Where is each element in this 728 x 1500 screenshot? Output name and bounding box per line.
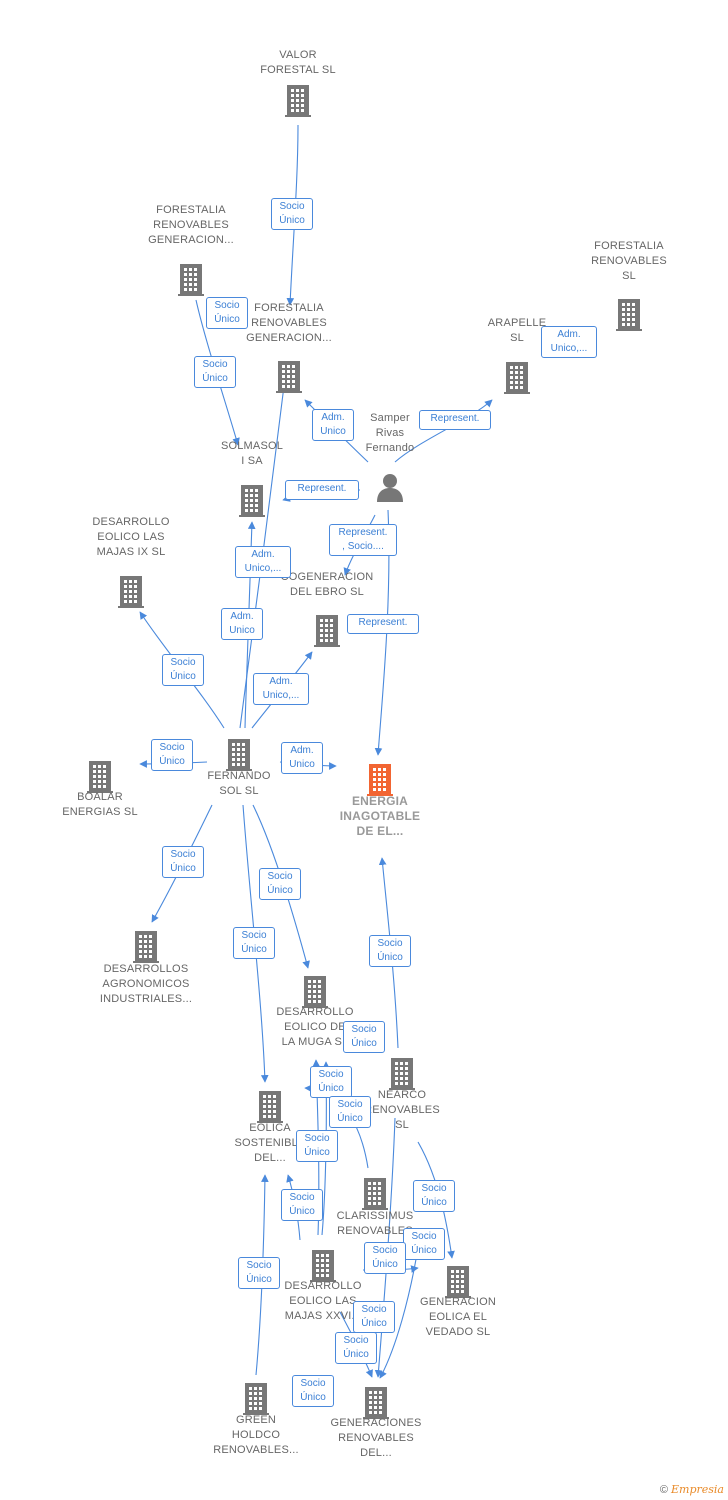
building-icon[interactable]: [242, 1381, 270, 1415]
edge-label[interactable]: Socio Único: [369, 935, 411, 967]
node-label-clarissimus[interactable]: CLARISSIMUS RENOVABLES: [336, 1210, 414, 1237]
node-label-forestalia2[interactable]: FORESTALIA RENOVABLES GENERACION...: [246, 302, 332, 344]
node-label-generaciones[interactable]: GENERACIONES RENOVABLES DEL...: [330, 1417, 422, 1459]
edge-label[interactable]: Represent.: [285, 480, 359, 500]
building-icon[interactable]: [362, 1385, 390, 1419]
building-icon[interactable]: [117, 574, 145, 608]
building-icon[interactable]: [177, 262, 205, 296]
node-label-solmasol[interactable]: SOLMASOL I SA: [220, 440, 284, 467]
building-icon[interactable]: [301, 974, 329, 1008]
building-icon[interactable]: [503, 360, 531, 394]
edge-label[interactable]: Socio Único: [292, 1375, 334, 1407]
copyright-symbol: ©: [659, 1484, 668, 1496]
node-label-green[interactable]: GREEN HOLDCO RENOVABLES...: [213, 1414, 299, 1456]
edge-label[interactable]: Socio Único: [271, 198, 313, 230]
building-icon[interactable]: [444, 1264, 472, 1298]
node-label-majas-xxv[interactable]: DESARROLLO EOLICO LAS MAJAS XXVI...: [284, 1280, 362, 1322]
node-label-forestalia3[interactable]: FORESTALIA RENOVABLES SL: [591, 240, 667, 282]
building-icon[interactable]: [361, 1176, 389, 1210]
building-icon[interactable]: [284, 83, 312, 117]
node-label-samper[interactable]: Samper Rivas Fernando: [365, 412, 415, 454]
edge-label[interactable]: Represent.: [419, 410, 491, 430]
edge-label[interactable]: Represent. , Socio....: [329, 524, 397, 556]
edge-label[interactable]: Socio Único: [162, 846, 204, 878]
building-icon[interactable]: [615, 297, 643, 331]
building-icon[interactable]: [256, 1089, 284, 1123]
edge-label[interactable]: Adm. Unico: [312, 409, 354, 441]
node-label-arapelle[interactable]: ARAPELLE SL: [487, 317, 547, 344]
edge-label[interactable]: Socio Único: [281, 1189, 323, 1221]
edge-label[interactable]: Socio Único: [151, 739, 193, 771]
edge-label[interactable]: Socio Único: [259, 868, 301, 900]
node-label-valor[interactable]: VALOR FORESTAL SL: [260, 49, 336, 76]
edge-label[interactable]: Socio Único: [162, 654, 204, 686]
brand-logo[interactable]: Empresia: [671, 1483, 724, 1496]
edge-label[interactable]: Represent.: [347, 614, 419, 634]
node-label-forestalia1[interactable]: FORESTALIA RENOVABLES GENERACION...: [148, 204, 234, 246]
edge-label[interactable]: Adm. Unico: [221, 608, 263, 640]
edge-label[interactable]: Socio Único: [413, 1180, 455, 1212]
edge-label[interactable]: Socio Único: [403, 1228, 445, 1260]
edge-label[interactable]: Adm. Unico,...: [235, 546, 291, 578]
node-label-cogeneracion[interactable]: COGENERACION DEL EBRO SL: [280, 571, 374, 598]
node-label-nearco[interactable]: NEARCO RENOVABLES SL: [364, 1089, 440, 1131]
building-icon[interactable]: [309, 1248, 337, 1282]
edge-label[interactable]: Socio Único: [343, 1021, 385, 1053]
node-label-fernando[interactable]: FERNANDO SOL SL: [207, 770, 271, 797]
edge-label[interactable]: Socio Único: [353, 1301, 395, 1333]
building-icon[interactable]: [132, 929, 160, 963]
node-label-desarrollo-ix[interactable]: DESARROLLO EOLICO LAS MAJAS IX SL: [92, 516, 170, 558]
edge-3: [394, 399, 493, 463]
building-icon[interactable]: [313, 613, 341, 647]
building-icon[interactable]: [275, 359, 303, 393]
node-label-agronomicos[interactable]: DESARROLLOS AGRONOMICOS INDUSTRIALES...: [99, 963, 193, 1005]
node-label-eolica[interactable]: EOLICA SOSTENIBLE DEL...: [234, 1122, 306, 1164]
building-icon[interactable]: [388, 1056, 416, 1090]
building-icon[interactable]: [238, 483, 266, 517]
node-label-energia[interactable]: ENERGIA INAGOTABLE DE EL...: [339, 794, 421, 838]
node-label-vedado[interactable]: GENERACION EOLICA EL VEDADO SL: [420, 1296, 496, 1338]
edge-label[interactable]: Adm. Unico,...: [541, 326, 597, 358]
building-icon[interactable]: [225, 737, 253, 771]
edge-label[interactable]: Socio Único: [194, 356, 236, 388]
footer: © Empresia: [660, 1483, 724, 1496]
edge-label[interactable]: Socio Único: [335, 1332, 377, 1364]
edge-label[interactable]: Socio Único: [310, 1066, 352, 1098]
edge-label[interactable]: Socio Único: [364, 1242, 406, 1274]
edge-label[interactable]: Socio Único: [233, 927, 275, 959]
edge-label[interactable]: Socio Único: [329, 1096, 371, 1128]
edge-label[interactable]: Adm. Unico,...: [253, 673, 309, 705]
edge-label[interactable]: Adm. Unico: [281, 742, 323, 774]
building-icon[interactable]: [86, 759, 114, 793]
building-icon[interactable]: [366, 762, 394, 796]
edge-label[interactable]: Socio Único: [296, 1130, 338, 1162]
node-label-boalar[interactable]: BOALAR ENERGIAS SL: [62, 791, 138, 818]
person-icon[interactable]: [376, 472, 404, 506]
edge-label[interactable]: Socio Único: [238, 1257, 280, 1289]
edge-label[interactable]: Socio Único: [206, 297, 248, 329]
